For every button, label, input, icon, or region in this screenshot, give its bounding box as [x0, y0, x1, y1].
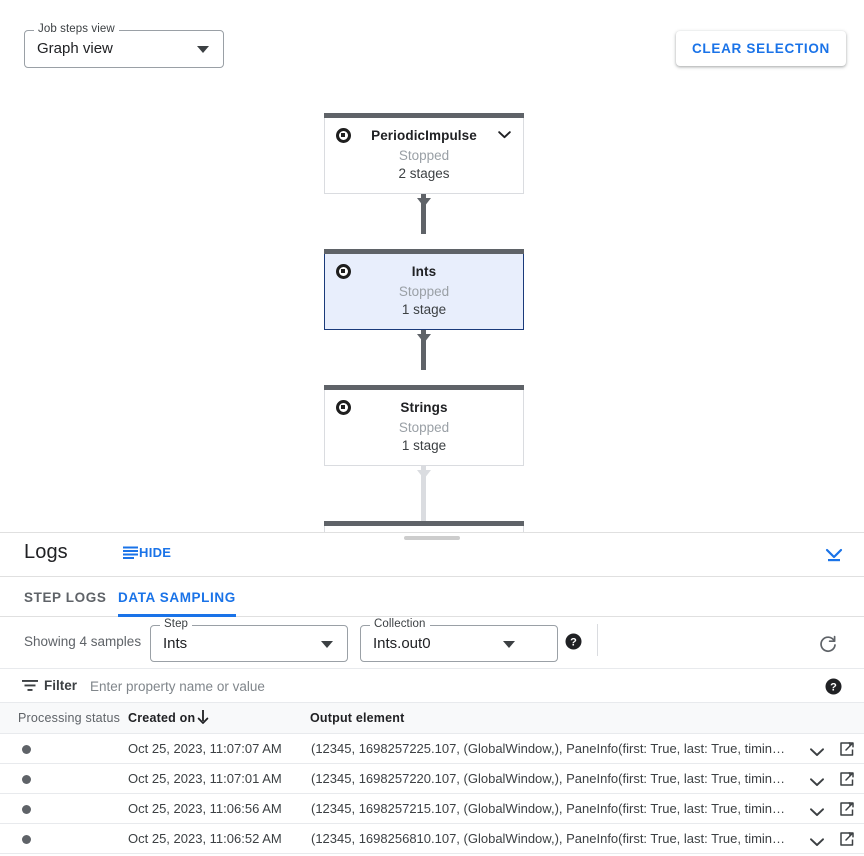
stop-circle-icon: [336, 400, 351, 415]
node-stages: 1 stage: [401, 302, 447, 317]
table-row[interactable]: Oct 25, 2023, 11:07:07 AM (12345, 1698257…: [0, 734, 864, 764]
graph-edge-1: [421, 194, 426, 234]
chevron-down-icon: [197, 46, 209, 53]
chevron-down-icon[interactable]: [810, 834, 824, 846]
chevron-down-icon: [321, 641, 333, 648]
graph-node-ints[interactable]: Ints Stopped 1 stage: [324, 249, 524, 330]
filter-row: Filter ?: [0, 669, 864, 703]
chevron-down-icon[interactable]: [810, 804, 824, 816]
chevron-down-icon: [503, 641, 515, 648]
status-badge: [22, 745, 31, 754]
column-header-created-on[interactable]: Created on: [128, 711, 196, 725]
cell-created-on: Oct 25, 2023, 11:06:56 AM: [128, 801, 282, 816]
collection-select[interactable]: Collection Ints.out0: [360, 618, 558, 662]
node-accent-bar: [324, 385, 524, 390]
graph-edge-arrow-1: [417, 198, 431, 207]
cell-created-on: Oct 25, 2023, 11:07:01 AM: [128, 771, 282, 786]
filter-input[interactable]: [88, 675, 788, 697]
collapse-panel-icon[interactable]: [822, 543, 846, 567]
collection-select-label: Collection: [370, 618, 430, 630]
node-status: Stopped: [398, 148, 450, 163]
tab-data-sampling[interactable]: DATA SAMPLING: [118, 577, 236, 617]
panel-resize-handle[interactable]: [404, 536, 460, 540]
filter-label: Filter: [44, 678, 78, 693]
data-sampling-controls: Showing 4 samples Step Ints Collection I…: [0, 617, 864, 669]
list-lines-icon: [123, 546, 138, 559]
svg-text:?: ?: [570, 637, 577, 649]
cell-created-on: Oct 25, 2023, 11:07:07 AM: [128, 741, 282, 756]
collection-select-value: Ints.out0: [373, 635, 431, 652]
controls-divider: [597, 624, 598, 656]
chevron-down-icon[interactable]: [810, 774, 824, 786]
node-accent-bar: [324, 249, 524, 254]
samples-count-label: Showing 4 samples: [24, 634, 142, 649]
graph-edge-arrow-3: [417, 470, 431, 479]
step-select-label: Step: [160, 618, 193, 630]
job-steps-view-value: Graph view: [37, 40, 113, 57]
cell-output-element: (12345, 1698257225.107, (GlobalWindow,),…: [311, 741, 791, 756]
samples-table-body: Oct 25, 2023, 11:07:07 AM (12345, 1698257…: [0, 734, 864, 856]
graph-edge-arrow-2: [417, 334, 431, 343]
logs-tabs: STEP LOGS DATA SAMPLING: [0, 577, 864, 617]
cell-created-on: Oct 25, 2023, 11:06:52 AM: [128, 831, 282, 846]
refresh-icon[interactable]: [818, 635, 838, 655]
chevron-down-icon[interactable]: [498, 131, 511, 139]
cell-output-element: (12345, 1698257220.107, (GlobalWindow,),…: [311, 771, 791, 786]
status-badge: [22, 805, 31, 814]
column-header-processing-status: Processing status: [18, 711, 121, 725]
graph-node-partial[interactable]: [324, 521, 524, 532]
node-title: PeriodicImpulse: [371, 128, 477, 143]
hide-logs-label: HIDE: [139, 545, 172, 560]
status-badge: [22, 835, 31, 844]
hide-logs-button[interactable]: HIDE: [123, 545, 171, 560]
column-header-output-element: Output element: [310, 711, 405, 725]
node-stages: 2 stages: [398, 166, 450, 181]
filter-icon: [22, 679, 38, 692]
chevron-down-icon[interactable]: [810, 744, 824, 756]
job-steps-view-label: Job steps view: [34, 23, 119, 35]
job-graph-canvas[interactable]: Job steps view Graph view CLEAR SELECTIO…: [0, 0, 864, 532]
job-steps-view-select[interactable]: Job steps view Graph view: [24, 23, 224, 68]
graph-node-strings[interactable]: Strings Stopped 1 stage: [324, 385, 524, 466]
svg-text:?: ?: [830, 682, 837, 694]
logs-panel: Logs HIDE STEP: [0, 532, 864, 856]
table-row[interactable]: Oct 25, 2023, 11:06:52 AM (12345, 1698256…: [0, 824, 864, 854]
clear-selection-button[interactable]: CLEAR SELECTION: [675, 31, 846, 66]
open-in-new-icon[interactable]: [840, 742, 854, 756]
graph-edge-3: [421, 466, 426, 522]
logs-panel-title: Logs: [24, 541, 68, 563]
node-title: Strings: [400, 400, 448, 415]
open-in-new-icon[interactable]: [840, 772, 854, 786]
graph-node-periodicimpulse[interactable]: PeriodicImpulse Stopped 2 stages: [324, 113, 524, 194]
open-in-new-icon[interactable]: [840, 832, 854, 846]
open-in-new-icon[interactable]: [840, 802, 854, 816]
node-status: Stopped: [398, 420, 450, 435]
status-badge: [22, 775, 31, 784]
step-select[interactable]: Step Ints: [150, 618, 348, 662]
stop-circle-icon: [336, 264, 351, 279]
graph-edge-2: [421, 330, 426, 370]
help-icon[interactable]: ?: [825, 678, 842, 695]
node-title: Ints: [411, 264, 437, 279]
stop-circle-icon: [336, 128, 351, 143]
tab-step-logs[interactable]: STEP LOGS: [24, 589, 107, 605]
samples-table-header: Processing status Created on Output elem…: [0, 703, 864, 734]
arrow-down-icon: [196, 709, 210, 725]
node-accent-bar: [324, 113, 524, 118]
node-status: Stopped: [398, 284, 450, 299]
node-stages: 1 stage: [401, 438, 447, 453]
table-row[interactable]: Oct 25, 2023, 11:07:01 AM (12345, 1698257…: [0, 764, 864, 794]
cell-output-element: (12345, 1698257215.107, (GlobalWindow,),…: [311, 801, 791, 816]
help-icon[interactable]: ?: [565, 633, 582, 650]
logs-panel-header: Logs HIDE: [0, 533, 864, 577]
table-row[interactable]: Oct 25, 2023, 11:06:56 AM (12345, 1698257…: [0, 794, 864, 824]
step-select-value: Ints: [163, 635, 188, 652]
cell-output-element: (12345, 1698256810.107, (GlobalWindow,),…: [311, 831, 791, 846]
